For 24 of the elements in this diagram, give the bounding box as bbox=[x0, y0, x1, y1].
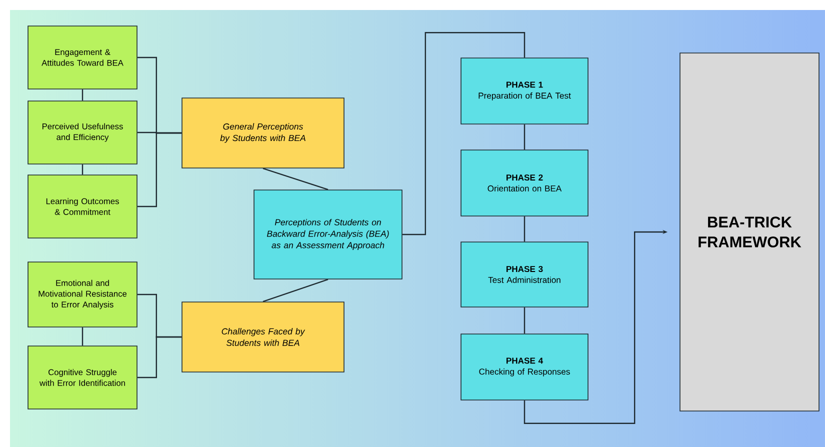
framework-box: BEA-TRICK FRAMEWORK bbox=[680, 52, 820, 412]
phase-box: PHASE 2 Orientation on BEA bbox=[460, 150, 588, 216]
theme-box: Perceived Usefulness and Efficiency bbox=[28, 100, 138, 164]
theme-box: Engagement & Attitudes Toward BEA bbox=[28, 26, 138, 90]
connector bbox=[82, 89, 84, 101]
phase-box: PHASE 4 Checking of Responses bbox=[460, 334, 588, 400]
category-box: Challenges Faced by Students with BEA bbox=[182, 302, 344, 372]
connector bbox=[82, 164, 84, 175]
phase-box: PHASE 1 Preparation of BEA Test bbox=[460, 58, 588, 124]
theme-box: Emotional and Motivational Resistance to Error Analysis bbox=[28, 262, 138, 328]
phase-box: PHASE 3 Test Administration bbox=[460, 242, 588, 308]
connector bbox=[524, 124, 526, 150]
theme-box: Cognitive Struggle with Error Identification bbox=[28, 346, 138, 410]
connector bbox=[137, 336, 182, 378]
connector bbox=[262, 168, 328, 190]
connector bbox=[82, 327, 84, 346]
connector bbox=[524, 307, 526, 334]
connector bbox=[402, 32, 526, 236]
connector bbox=[524, 216, 526, 242]
connector bbox=[262, 278, 328, 302]
central-box: Perceptions of Students on Backward Error-Analysis (BEA) as an Assessment Approach bbox=[254, 190, 402, 280]
connector bbox=[137, 132, 182, 208]
theme-box: Learning Outcomes & Commitment bbox=[28, 174, 138, 238]
category-box: General Perceptions by Students with BEA bbox=[182, 98, 344, 168]
